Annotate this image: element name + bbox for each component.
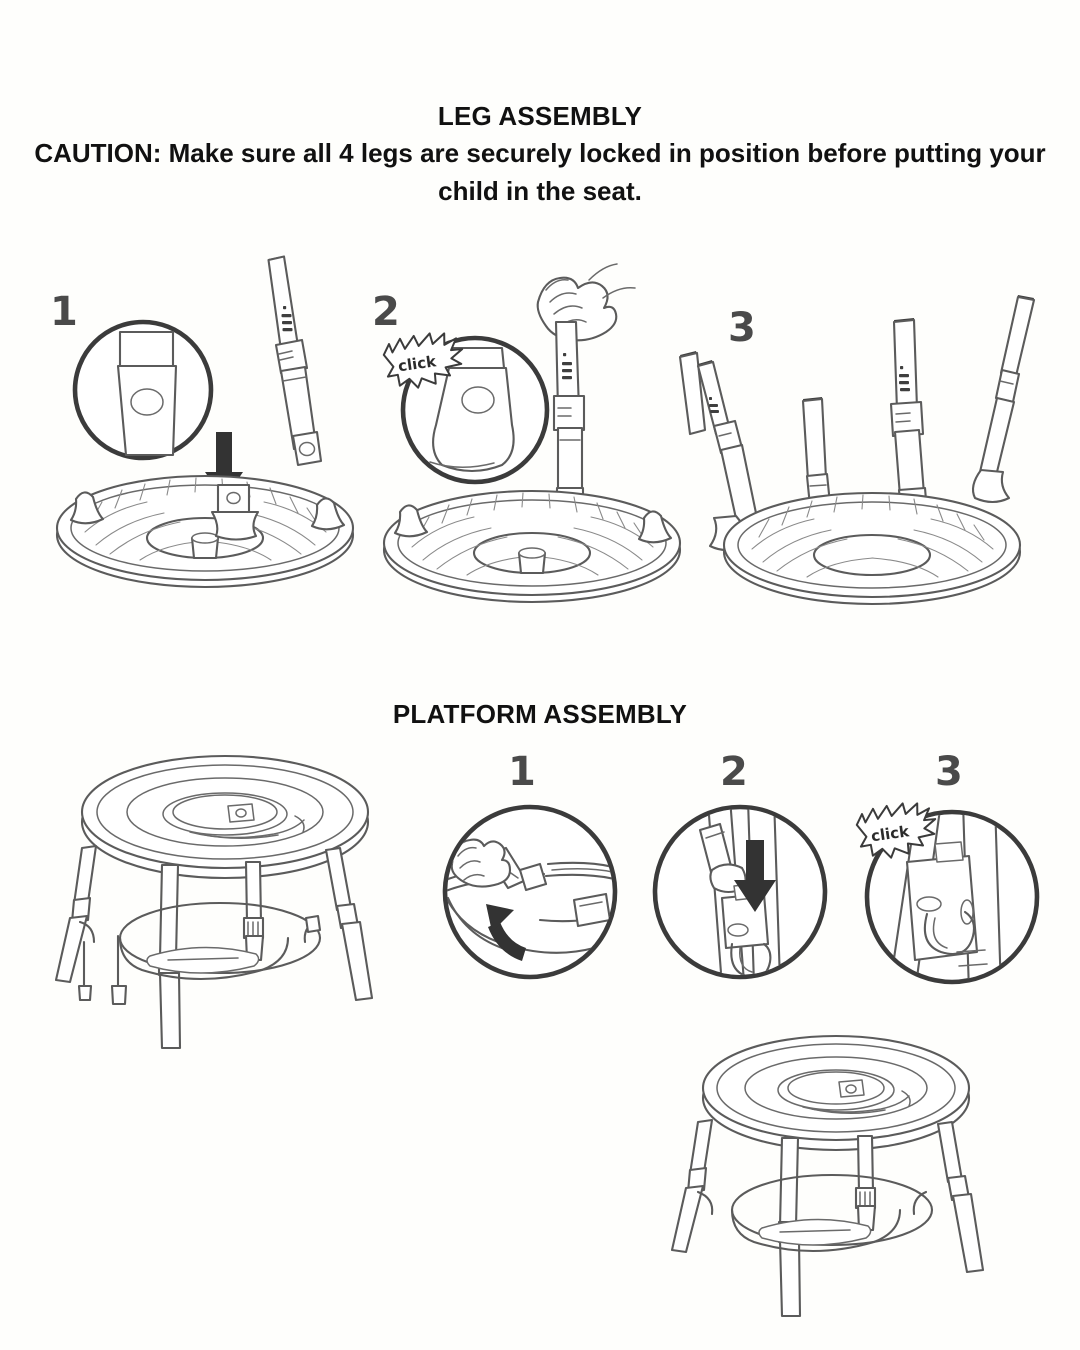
leg-step-2-hand <box>536 263 636 342</box>
leg-3-back-left <box>696 360 759 552</box>
platform-step-2-number: 2 <box>720 749 748 795</box>
result-legs <box>670 1118 985 1318</box>
leg-step-2-illustration: click <box>382 263 707 604</box>
platform-step-3-illustration: click <box>855 802 1040 985</box>
leg-step-1-base <box>55 474 355 589</box>
leg-3-right <box>971 295 1036 504</box>
platform-step-1-illustration <box>442 804 618 980</box>
overview-platform-ring <box>77 901 322 1006</box>
leg-step-3-illustration <box>696 295 1036 606</box>
platform-result-illustration <box>670 1034 985 1318</box>
leg-step-1-figure: 1 <box>40 250 370 610</box>
platform-overview-figure <box>40 754 430 1060</box>
leg-step-2-partial-tube <box>678 351 707 436</box>
platform-result-figure <box>640 1020 1040 1340</box>
platform-step-2-illustration <box>652 804 828 980</box>
platform-assembly-title: PLATFORM ASSEMBLY <box>392 699 688 729</box>
platform-step-3-click-badge: click <box>855 802 937 859</box>
leg-step-2-base <box>382 489 682 604</box>
leg-step-1-illustration <box>55 255 355 589</box>
platform-step-2-content <box>698 809 782 975</box>
leg-3-center <box>889 318 944 542</box>
height-notches <box>281 306 293 332</box>
leg-step-2-click-badge: click <box>382 332 464 389</box>
leg-step-3-figure: 3 <box>696 280 1060 620</box>
leg-step-1-leg-tube <box>267 255 323 467</box>
leg-step-1-target-socket <box>210 483 260 541</box>
socket-post-right <box>310 497 346 531</box>
platform-step-3-content <box>887 814 1003 980</box>
platform-assembly-heading-block: PLATFORM ASSEMBLY <box>0 696 1080 732</box>
platform-step-1-figure: 1 <box>430 752 630 982</box>
platform-step-3-figure: 3 <box>845 752 1060 992</box>
leg-assembly-caution: CAUTION: Make sure all 4 legs are secure… <box>34 138 1046 206</box>
leg-step-1-detail-circle <box>72 319 214 461</box>
socket-post-left <box>69 491 105 525</box>
leg-step-2-figure: 2 click <box>360 250 707 610</box>
result-platform-ring <box>696 1173 934 1253</box>
click-badge-label: click <box>870 822 911 845</box>
click-badge-label: click <box>397 352 438 375</box>
leg-step-1-number: 1 <box>50 289 78 335</box>
leg-assembly-title: LEG ASSEMBLY <box>437 101 643 131</box>
leg-assembly-heading-block: LEG ASSEMBLY CAUTION: Make sure all 4 le… <box>0 98 1080 210</box>
leg-step-2-number: 2 <box>372 289 400 335</box>
platform-step-1-number: 1 <box>508 749 536 795</box>
leg-step-3-number: 3 <box>728 305 756 351</box>
overview-seat-top <box>80 754 370 880</box>
result-seat-top <box>701 1034 971 1152</box>
leg-step-3-base <box>722 491 1022 606</box>
platform-step-1-content <box>447 838 613 961</box>
platform-overview-illustration <box>54 754 374 1050</box>
platform-step-2-figure: 2 <box>640 752 840 982</box>
platform-step-3-number: 3 <box>935 749 963 795</box>
